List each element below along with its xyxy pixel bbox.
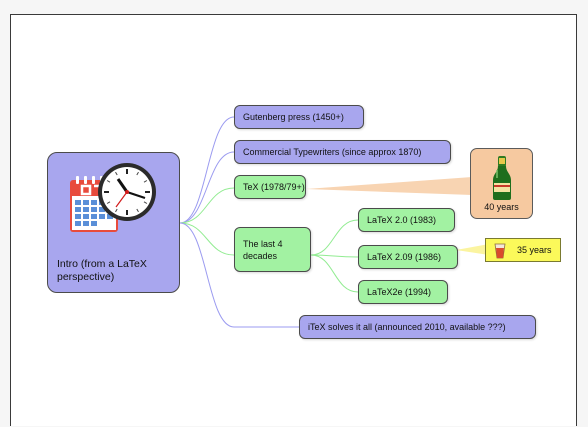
tex-callout-label: 40 years: [484, 202, 519, 212]
topic-latex2e-label: LaTeX2e (1994): [367, 287, 432, 297]
tex-callout-wedge: [306, 177, 472, 195]
link-decades: [179, 222, 235, 256]
beer-glass-icon: [494, 243, 506, 259]
topic-tex-label: TeX (1978/79+): [243, 182, 305, 192]
link-itex: [179, 222, 299, 328]
link-latex2e: [310, 254, 359, 293]
topic-latex-2-09[interactable]: LaTeX 2.09 (1986): [358, 245, 458, 269]
topic-tex[interactable]: TeX (1978/79+): [234, 175, 306, 199]
link-tex: [179, 187, 235, 224]
mindmap-canvas: Intro (from a LaTeX perspective) Gutenbe…: [10, 14, 577, 426]
link-latex20: [310, 219, 359, 256]
link-gutenberg: [179, 116, 235, 224]
topic-latex-2-09-label: LaTeX 2.09 (1986): [367, 252, 442, 262]
topic-itex[interactable]: iTeX solves it all (announced 2010, avai…: [299, 315, 536, 339]
topic-latex-2-0-label: LaTeX 2.0 (1983): [367, 215, 437, 225]
topic-typewriters-label: Commercial Typewriters (since approx 187…: [243, 147, 422, 157]
topic-latex-2-0[interactable]: LaTeX 2.0 (1983): [358, 208, 455, 232]
link-typewriters: [179, 151, 235, 224]
topic-gutenberg[interactable]: Gutenberg press (1450+): [234, 105, 364, 129]
topic-last-decades-label: The last 4 decades: [243, 238, 283, 261]
topic-gutenberg-label: Gutenberg press (1450+): [243, 112, 344, 122]
clock-icon: [98, 163, 156, 221]
latex-callout-label: 35 years: [517, 245, 552, 255]
tex-callout-card[interactable]: 40 years: [470, 148, 533, 219]
link-latex209: [310, 254, 359, 258]
topic-itex-label: iTeX solves it all (announced 2010, avai…: [308, 322, 506, 332]
topic-latex2e[interactable]: LaTeX2e (1994): [358, 280, 448, 304]
topic-last-decades[interactable]: The last 4 decades: [234, 227, 311, 272]
champagne-bottle-icon: [493, 156, 511, 200]
latex-callout-note[interactable]: 35 years: [485, 238, 561, 262]
latex-callout-wedge: [456, 244, 489, 255]
root-topic[interactable]: Intro (from a LaTeX perspective): [47, 152, 180, 293]
topic-typewriters[interactable]: Commercial Typewriters (since approx 187…: [234, 140, 451, 164]
root-topic-label: Intro (from a LaTeX perspective): [57, 258, 147, 283]
